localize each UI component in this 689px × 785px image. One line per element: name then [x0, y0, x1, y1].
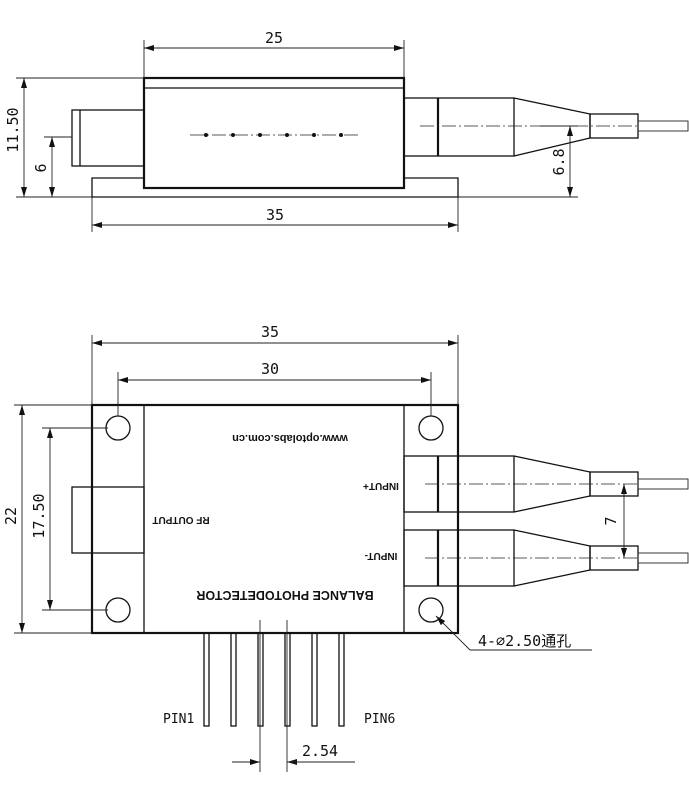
dim-height-22: 22	[2, 507, 20, 525]
pin	[311, 632, 318, 727]
pin	[230, 632, 237, 727]
side-view-pin-dots	[204, 133, 343, 137]
dim-fiber-6-8: 6.8	[550, 148, 568, 175]
dim-hole-spacing-30: 30	[261, 360, 279, 378]
plan-view: www.optolabs.com.cn BALANCE PHOTODETECTO…	[2, 323, 689, 772]
dim-pin-pitch-2-54: 2.54	[302, 742, 338, 760]
dim-port-6: 6	[32, 163, 50, 172]
pins	[203, 620, 345, 772]
dim-length-25: 25	[265, 29, 283, 47]
mounting-hole	[418, 415, 444, 441]
pin1-label: PIN1	[163, 712, 194, 727]
pin6-label: PIN6	[364, 712, 395, 727]
side-view-fiber-connector	[403, 97, 689, 157]
rf-output-label: RF OUTPUT	[152, 514, 209, 525]
product-label: BALANCE PHOTODETECTOR	[196, 588, 373, 602]
dim-hole-vertical-17-50: 17.50	[30, 493, 48, 538]
fiber-input-plus	[403, 455, 689, 513]
side-view-rf-connector	[71, 109, 145, 167]
dim-width-35: 35	[261, 323, 279, 341]
mounting-hole	[105, 597, 131, 623]
pin	[338, 632, 345, 727]
mounting-hole	[418, 597, 444, 623]
side-view-body	[142, 76, 406, 190]
website-label: www.optolabs.com.cn	[232, 432, 349, 444]
input-plus-label: INPUT+	[363, 480, 399, 491]
pin	[203, 632, 210, 727]
side-view-flange	[91, 177, 459, 198]
input-minus-label: INPUT-	[365, 550, 398, 561]
pin	[257, 632, 264, 727]
fiber-input-minus	[403, 529, 689, 587]
pin	[284, 632, 291, 727]
dim-height-11-50: 11.50	[4, 107, 22, 152]
dim-input-pitch-7: 7	[602, 516, 620, 525]
mounting-hole	[105, 415, 131, 441]
side-view: 25 35 11.50 6 6.8	[4, 29, 689, 232]
plan-view-base-plate	[90, 403, 460, 635]
dim-length-35: 35	[266, 206, 284, 224]
plan-view-rf-connector	[71, 486, 145, 554]
hole-note: 4-⌀2.50通孔	[478, 632, 571, 650]
